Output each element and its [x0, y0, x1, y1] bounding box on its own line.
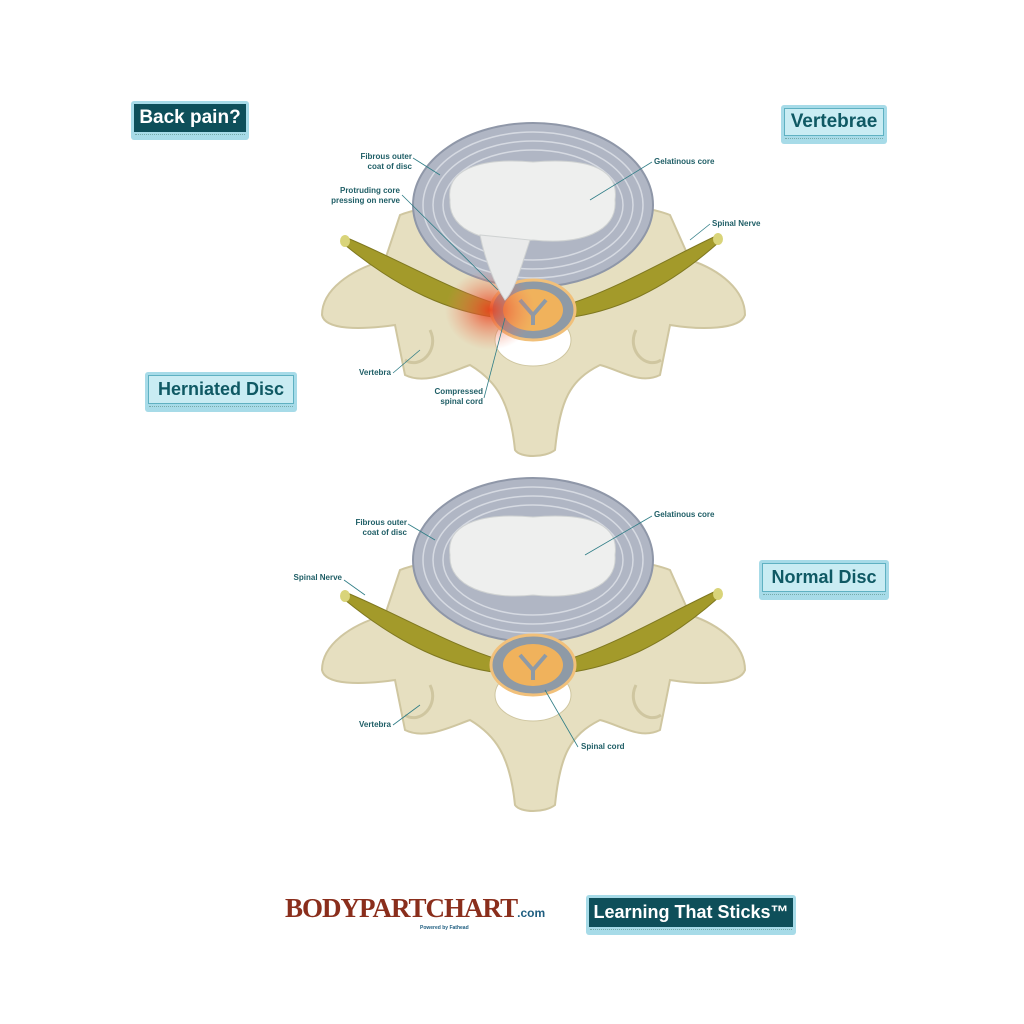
sticker-learning-that-sticks: Learning That Sticks™	[586, 895, 796, 935]
sticker-normal-disc: Normal Disc	[759, 560, 889, 600]
herniation-overlay	[445, 234, 535, 350]
sticker-vertebrae: Vertebrae	[781, 105, 887, 144]
label-gelatinous-core-normal: Gelatinous core	[654, 510, 715, 519]
label-vertebra: Vertebra	[358, 368, 391, 377]
leader-lines	[343, 157, 711, 748]
bodypartchart-logo: BODYPARTCHART.com	[285, 893, 546, 923]
powered-by: Powered by Fathead	[420, 925, 469, 931]
label-spinal-nerve-normal: Spinal Nerve	[293, 573, 342, 582]
herniated-disc-illustration	[320, 121, 747, 458]
label-spinal-cord: Spinal cord	[581, 742, 625, 751]
sticker-back-pain: Back pain?	[131, 101, 249, 140]
label-vertebra-normal: Vertebra	[358, 720, 391, 729]
label-gelatinous-core: Gelatinous core	[654, 157, 715, 166]
label-spinal-nerve: Spinal Nerve	[712, 219, 761, 228]
sticker-herniated-disc: Herniated Disc	[145, 372, 297, 412]
